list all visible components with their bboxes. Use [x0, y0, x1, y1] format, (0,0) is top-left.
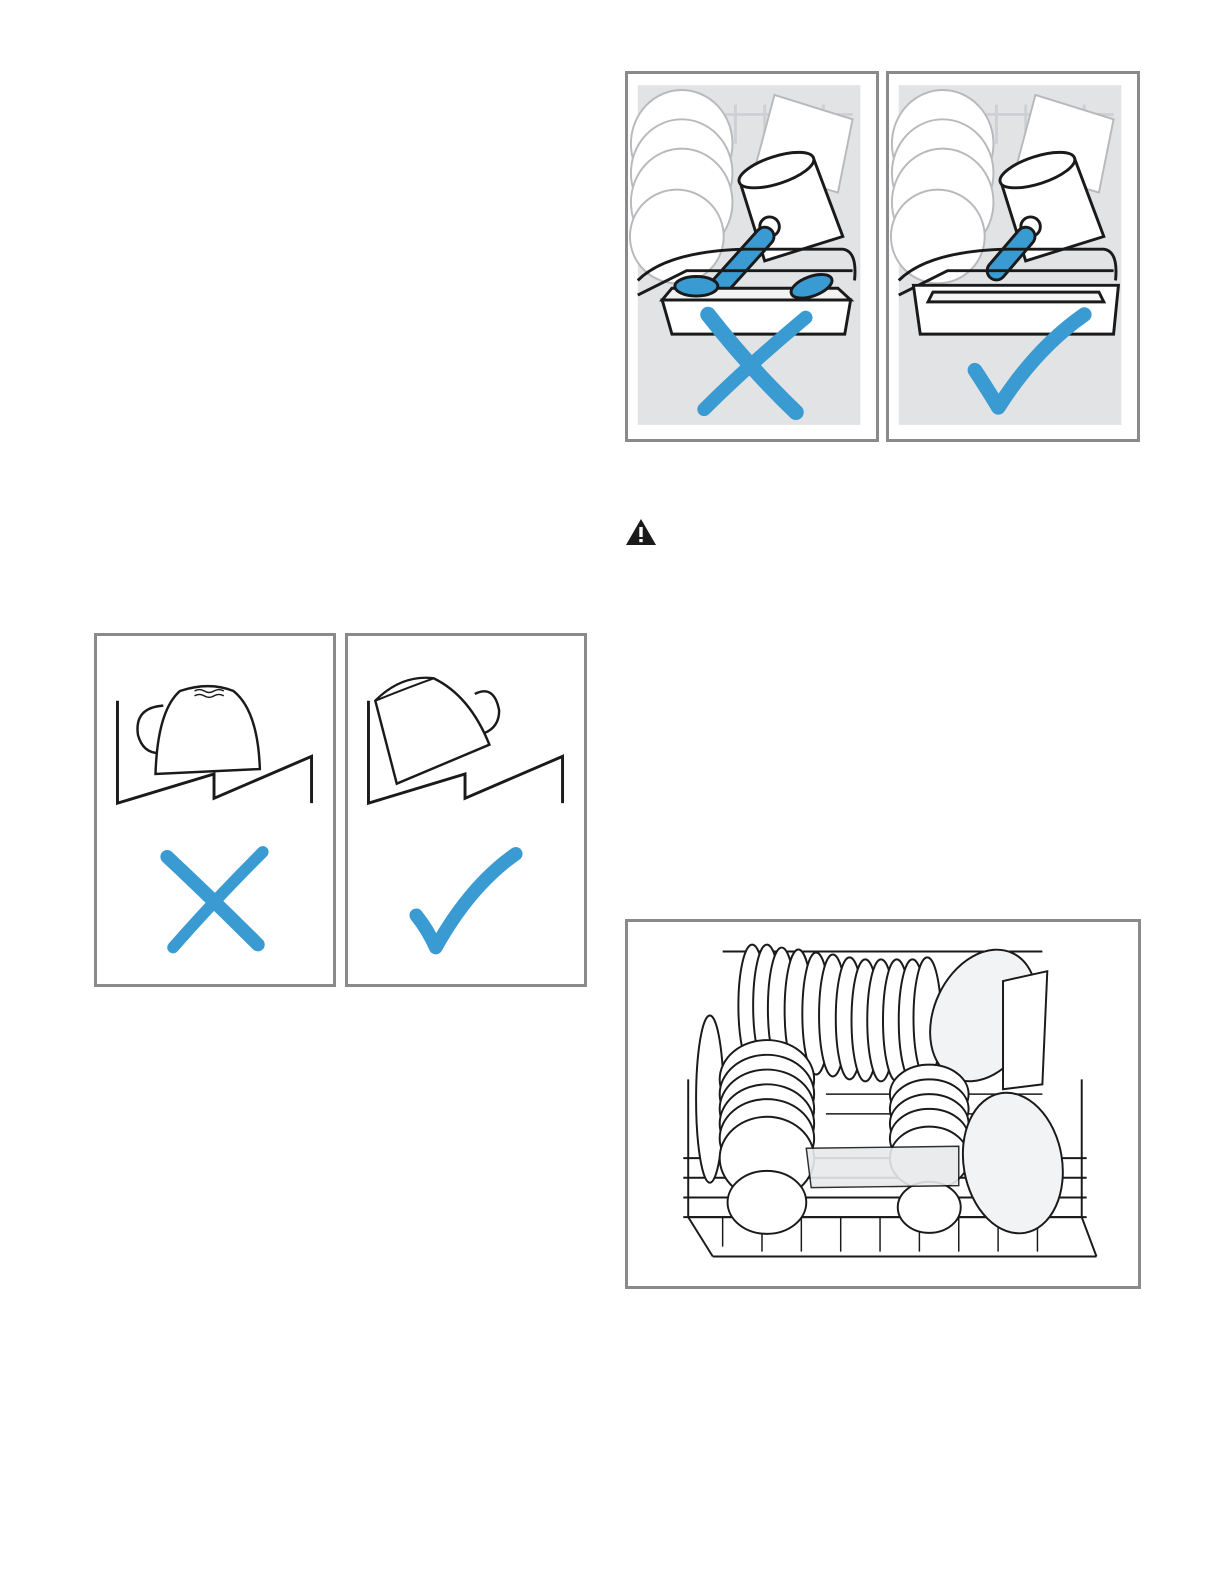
figure-cup-tilted-right — [345, 633, 587, 987]
figure-cup-flat-wrong — [94, 633, 336, 987]
cup-tilted-right-illustration — [348, 636, 584, 984]
cup-flat-wrong-illustration — [97, 636, 333, 984]
figure-loaded-lower-rack — [625, 919, 1141, 1289]
cross-mark-icon — [167, 852, 263, 948]
dish-rack-icon — [628, 922, 1138, 1286]
warning-triangle-icon — [625, 518, 657, 546]
pot-handle-wrong-illustration — [628, 74, 876, 439]
check-mark-icon — [416, 854, 515, 948]
figure-pot-handle-right — [886, 71, 1140, 442]
figure-pot-handle-wrong — [625, 71, 879, 442]
pot-handle-right-illustration — [889, 74, 1137, 439]
